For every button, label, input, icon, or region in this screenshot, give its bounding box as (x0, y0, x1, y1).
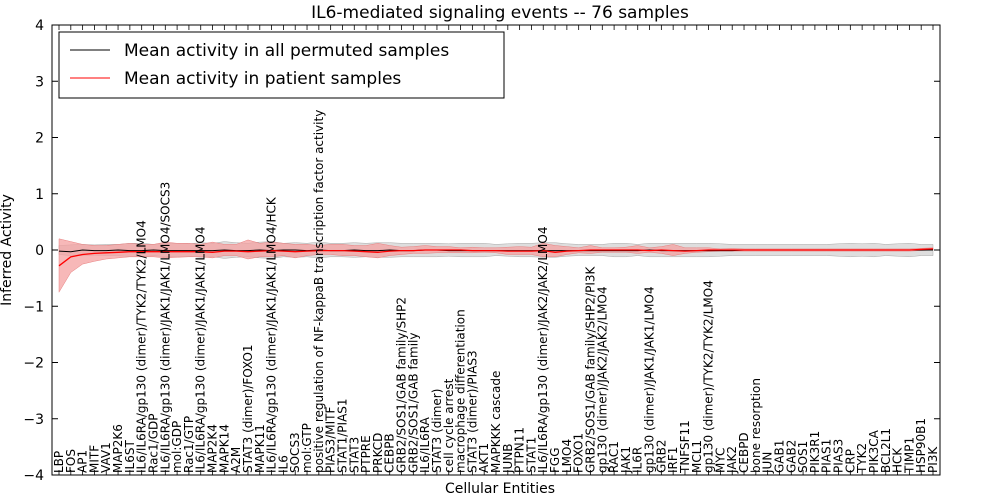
x-tick-label: GRB2 (654, 439, 668, 473)
x-tick-label: PRKCD (371, 433, 385, 473)
legend-box (58, 31, 505, 99)
y-tick-label: 3 (35, 74, 44, 90)
x-tick-label: STAT3 (dimer)/FOXO1 (241, 344, 255, 473)
x-tick-label: positive regulation of NF-kappaB transcr… (312, 110, 326, 473)
x-tick-label: PIK3R1 (808, 431, 822, 473)
x-tick-label: JUNB (501, 443, 515, 474)
x-tick-label: IL6/IL6RA/gp130 (dimer)/JAK1/JAK1/LMO4/H… (265, 196, 279, 473)
x-tick-label: Rac1/GDP (147, 414, 161, 473)
x-tick-label: JAK2 (725, 446, 739, 474)
y-tick-label: −2 (23, 356, 44, 372)
x-tick-label: mol:GDP (170, 421, 184, 473)
legend-label-patient: Mean activity in patient samples (124, 69, 401, 89)
y-tick-label: −1 (23, 299, 44, 315)
x-tick-label: MYC (713, 448, 727, 473)
x-tick-label: CEBPD (737, 432, 751, 473)
x-tick-label: IL6R (631, 447, 645, 473)
y-tick-label: 4 (35, 18, 44, 34)
x-tick-label: MCL1 (690, 440, 704, 473)
x-tick-label: RAC1 (607, 441, 621, 473)
x-tick-label: IL6 (276, 455, 290, 473)
legend: Mean activity in all permuted samples Me… (58, 31, 505, 99)
x-tick-label: IRF1 (666, 447, 680, 473)
chart-title: IL6-mediated signaling events -- 76 samp… (311, 3, 689, 23)
x-tick-label: STAT1/PIAS1 (336, 398, 350, 473)
x-tick-label: PIAS3 (832, 439, 846, 473)
x-tick-label: PI3K (926, 446, 940, 473)
x-tick-label: AKT1 (477, 443, 491, 473)
x-tick-label: SOS1 (796, 441, 810, 473)
x-tick-label: MAP2K6 (111, 424, 125, 473)
x-tick-label: JAK1 (619, 446, 633, 474)
y-tick-label: 0 (35, 243, 44, 259)
x-tick-label: MITF (87, 445, 101, 473)
x-tick-label: gp130 (dimer)/JAK2/JAK2/LMO4 (595, 286, 609, 473)
x-tick-label: IL6/IL6RA/gp130 (dimer)/JAK1/JAK1/LMO4 (194, 227, 208, 473)
x-tick-label: STAT1 (524, 437, 538, 473)
x-tick-label: PIAS3/MITF (324, 406, 338, 473)
x-tick-label: GRB2/SOS1/GAB family (406, 333, 420, 474)
x-tick-label: FOS (64, 449, 78, 473)
x-tick-label: Rac1/GTP (182, 416, 196, 473)
x-tick-label: STAT3 (dimer)/PIAS3 (465, 350, 479, 473)
x-tick-label: AP1 (76, 450, 90, 473)
x-tick-label: IL6/IL6RA/gp130 (dimer)/JAK1/JAK1/LMO4/S… (158, 182, 172, 473)
x-tick-label: GAB2 (784, 440, 798, 473)
y-tick-label: −3 (23, 412, 44, 428)
y-tick-label: −4 (23, 468, 44, 484)
x-tick-label: PIAS1 (820, 439, 834, 473)
x-tick-label: IL6/IL6RA/gp130 (dimer)/TYK2/TYK2/LMO4 (135, 220, 149, 473)
x-tick-label: MAPK14 (217, 424, 231, 473)
x-tick-label: GRB2/SOS1/GAB family/SHP2/PI3K (584, 265, 598, 473)
x-tick-label: MAPKKK cascade (489, 371, 503, 473)
x-tick-label: TYK2 (855, 443, 869, 474)
x-tick-label: GRB2/SOS1/GAB family/SHP2 (395, 297, 409, 473)
x-tick-label: LMO4 (560, 439, 574, 473)
y-tick-label: 2 (35, 131, 44, 147)
x-tick-label: HSP90B1 (914, 418, 928, 473)
x-tick-label: IL6ST (123, 440, 137, 473)
x-tick-label: MAPK11 (253, 424, 267, 473)
x-tick-label: macrophage differentiation (454, 309, 468, 473)
x-tick-label: gp130 (dimer)/TYK2/TYK2/LMO4 (702, 280, 716, 473)
x-tick-label: A2M (229, 447, 243, 473)
x-tick-label: FGG (548, 448, 562, 474)
x-tick-label: STAT3 (347, 437, 361, 473)
x-tick-label: mol:GTP (300, 423, 314, 473)
legend-label-permuted: Mean activity in all permuted samples (124, 41, 449, 61)
x-tick-label: HCK (891, 447, 905, 473)
x-tick-label: JUN (761, 452, 775, 474)
x-tick-label: IL6/IL6RA (418, 416, 432, 473)
x-tick-label: gp130 (dimer)/JAK1/JAK1/LMO4 (643, 286, 657, 473)
x-tick-label: BCL2L1 (879, 428, 893, 473)
x-axis-ticks: LBPFOSAP1MITFVAV1MAP2K6IL6STIL6/IL6RA/gp… (52, 25, 940, 475)
x-tick-label: STAT3 (dimer) (430, 389, 444, 473)
series-line-layer (58, 248, 934, 267)
y-axis-ticks: −4 −3 −2 −1 0 1 2 3 4 (23, 18, 940, 484)
x-axis-label: Cellular Entities (445, 481, 555, 497)
x-tick-label: FOXO1 (572, 433, 586, 473)
x-tick-label: PIK3CA (867, 429, 881, 473)
x-tick-label: PTPRE (359, 435, 373, 473)
x-tick-label: GAB1 (773, 440, 787, 473)
x-tick-label: MAP2K4 (206, 424, 220, 473)
x-tick-label: LBP (52, 451, 66, 473)
x-tick-label: cell cycle arrest (442, 378, 456, 473)
x-tick-label: PTPN11 (513, 427, 527, 473)
x-tick-label: TIMP1 (902, 437, 916, 474)
patient-series-line (58, 248, 934, 267)
y-axis-label: Inferred Activity (0, 194, 15, 306)
x-tick-label: VAV1 (99, 442, 113, 473)
y-tick-label: 1 (35, 187, 44, 203)
x-tick-label: SOCS3 (288, 432, 302, 473)
x-tick-label: TNFSF11 (678, 420, 692, 474)
x-tick-label: bone resorption (749, 378, 763, 473)
x-tick-label: CRP (843, 449, 857, 473)
x-tick-label: CEBPB (383, 433, 397, 473)
x-tick-label: IL6/IL6RA/gp130 (dimer)/JAK2/JAK2/LMO4 (536, 227, 550, 473)
